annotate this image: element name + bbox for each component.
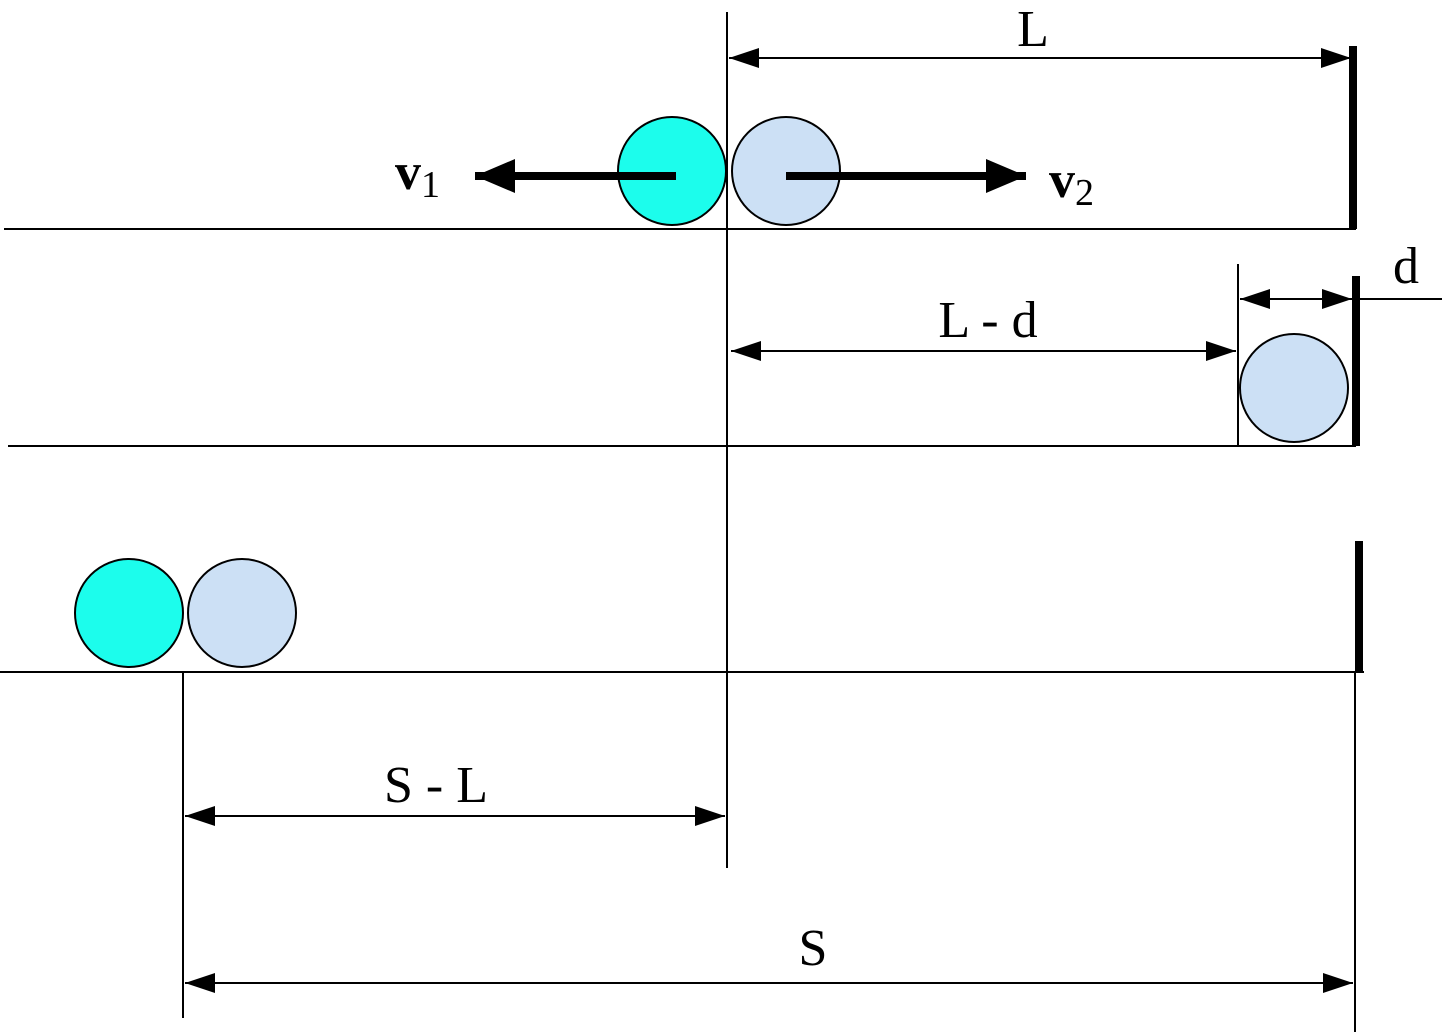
- ball-2-middle: [1239, 333, 1349, 443]
- ball-2-top: [731, 116, 841, 226]
- ball-1-bottom: [74, 558, 184, 668]
- label-S: S: [799, 920, 828, 977]
- label-v1: v1: [395, 144, 440, 206]
- label-d: d: [1393, 238, 1419, 295]
- ball-1-top: [617, 116, 727, 226]
- label-v2: v2: [1049, 152, 1094, 214]
- label-S-minus-L: S - L: [384, 757, 488, 814]
- label-L-minus-d: L - d: [938, 292, 1037, 349]
- label-L: L: [1017, 1, 1049, 58]
- ball-2-bottom: [187, 558, 297, 668]
